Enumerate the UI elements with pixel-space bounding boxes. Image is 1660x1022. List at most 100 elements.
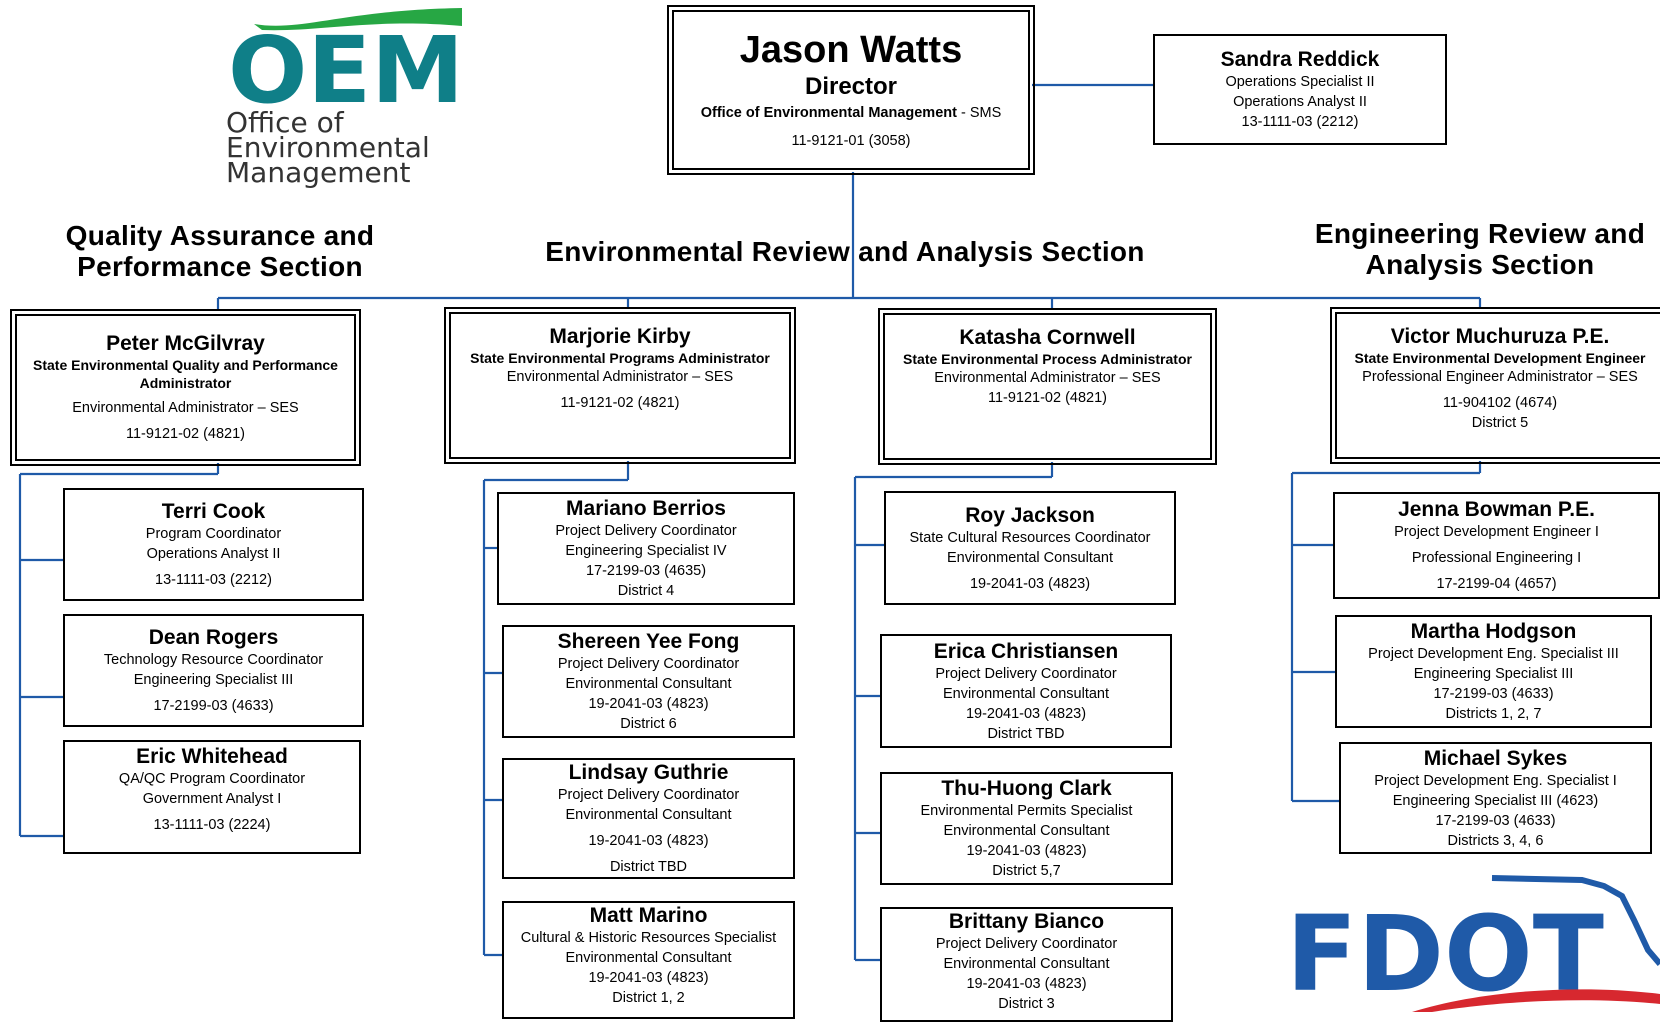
staff-title: Project Delivery Coordinator [935,936,1118,952]
staff-class: Engineering Specialist III [133,672,294,688]
director-org: Office of Environmental Management [700,105,957,121]
staff-class: Environmental Consultant [946,549,1114,566]
staff-district: Districts 1, 2, 7 [1445,706,1542,722]
staff-box: Lindsay Guthrie Project Delivery Coordin… [502,758,795,879]
staff-name: Mariano Berrios [566,497,726,520]
staff-name: Jenna Bowman P.E. [1398,498,1595,521]
staff-title: Project Development Engineer I [1394,524,1599,540]
staff-district: Districts 3, 4, 6 [1447,832,1544,849]
staff-class: Environmental Consultant [943,956,1110,972]
staff-title: Program Coordinator [145,526,282,542]
staff-code: 19-2041-03 (4823) [966,843,1087,859]
staff-box: Roy Jackson State Cultural Resources Coo… [884,491,1176,605]
staff-box: Erica Christiansen Project Delivery Coor… [880,634,1172,748]
assistant-box: Sandra Reddick Operations Specialist II … [1153,34,1447,145]
staff-title: Project Delivery Coordinator [557,656,740,672]
staff-code: 17-2199-04 (4657) [1436,576,1557,592]
staff-code: 17-2199-03 (4633) [1433,686,1554,702]
head-code: 11-9121-02 (4821) [560,395,680,411]
director-title: Director [804,73,898,100]
assistant-line: Operations Analyst II [1233,94,1367,110]
head-box: Peter McGilvray State Environmental Qual… [10,309,361,466]
oem-logo-line3: Management [226,156,410,189]
staff-name: Matt Marino [589,904,708,927]
staff-code: 17-2199-03 (4633) [153,698,274,714]
staff-box: Mariano Berrios Project Delivery Coordin… [497,492,795,605]
staff-name: Shereen Yee Fong [557,630,740,653]
fdot-logo: FDOT [1286,875,1660,1012]
staff-class: Environmental Consultant [943,823,1110,839]
staff-box: Matt Marino Cultural & Historic Resource… [502,901,795,1019]
head-code: 11-9121-02 (4821) [987,390,1108,406]
staff-district: District TBD [609,859,688,875]
section-title-qa: Quality Assurance and Performance Sectio… [20,220,420,282]
fdot-logo-swoosh [1412,989,1660,1012]
staff-box: Terri Cook Program Coordinator Operation… [63,488,364,601]
staff-district: District 5,7 [992,863,1061,879]
staff-class: Environmental Consultant [565,676,732,692]
staff-class: Engineering Specialist IV [565,543,727,559]
head-class: Environmental Administrator – SES [72,400,299,416]
head-class: Environmental Administrator – SES [934,370,1161,386]
section-title-eng-line2: Analysis Section [1365,249,1595,280]
staff-name: Eric Whitehead [136,745,288,768]
oem-logo-line2: Environmental [226,131,430,164]
staff-name: Thu-Huong Clark [941,777,1112,800]
staff-name: Dean Rogers [148,626,279,649]
staff-district: District 4 [617,583,675,599]
head-box: Katasha Cornwell State Environmental Pro… [878,308,1217,465]
staff-title: Project Delivery Coordinator [935,665,1117,682]
director-box: Jason Watts Director Office of Environme… [667,5,1035,175]
head-name: Peter McGilvray [106,332,265,355]
assistant-name: Sandra Reddick [1220,48,1380,71]
staff-code: 19-2041-03 (4823) [588,833,709,849]
director-code: 11-9121-01 (3058) [791,133,911,149]
head-box: Marjorie Kirby State Environmental Progr… [444,307,796,464]
head-title: State Environmental Quality and Performa… [33,357,338,373]
staff-box: Michael Sykes Project Development Eng. S… [1339,742,1652,854]
staff-title: Environmental Permits Specialist [920,803,1133,819]
staff-title: Project Delivery Coordinator [555,523,737,539]
section-title-eng: Engineering Review and Analysis Section [1300,218,1660,280]
staff-name: Roy Jackson [965,503,1095,527]
head-name: Victor Muchuruza P.E. [1390,325,1610,348]
staff-name: Martha Hodgson [1410,620,1577,643]
staff-name: Erica Christiansen [933,639,1119,663]
staff-class: Government Analyst I [142,791,282,807]
section-title-qa-line1: Quality Assurance and [65,220,375,251]
assistant-line: Operations Specialist II [1225,74,1375,90]
staff-title: Project Development Eng. Specialist I [1374,772,1617,789]
staff-name: Terri Cook [161,500,266,523]
oem-logo-swoosh [254,8,462,31]
director-org-line: Office of Environmental Management - SMS [701,102,1002,124]
section-title-qa-line2: Performance Section [77,251,363,282]
staff-title: Technology Resource Coordinator [103,652,324,668]
section-title-eng-line1: Engineering Review and [1314,218,1646,249]
staff-title: Project Delivery Coordinator [557,787,740,803]
staff-class: Environmental Consultant [565,950,732,966]
staff-code: 13-1111-03 (2212) [155,572,272,588]
staff-class: Environmental Consultant [565,807,732,823]
staff-code: 19-2041-03 (4823) [588,970,709,986]
staff-district: District 6 [620,716,677,732]
staff-box: Shereen Yee Fong Project Delivery Coordi… [502,625,795,738]
staff-code: 19-2041-03 (4823) [588,696,709,712]
assistant-line: 13-1111-03 (2212) [1241,114,1359,130]
head-name: Katasha Cornwell [959,326,1136,349]
staff-class: Operations Analyst II [146,546,281,562]
fdot-logo-state-outline [1491,875,1660,966]
head-class: Environmental Administrator – SES [506,369,734,385]
staff-box: Jenna Bowman P.E. Project Development En… [1333,492,1660,599]
staff-district: District TBD [987,725,1065,742]
staff-code: 13-1111-03 (2224) [153,817,271,833]
staff-box: Brittany Bianco Project Delivery Coordin… [880,907,1173,1022]
staff-class: Professional Engineering I [1411,550,1582,566]
staff-name: Brittany Bianco [948,910,1105,933]
head-title: State Environmental Programs Administrat… [470,350,770,366]
staff-title: QA/QC Program Coordinator [118,771,306,787]
head-title: State Environmental Development Engineer [1354,350,1646,366]
section-title-env: Environmental Review and Analysis Sectio… [545,236,1145,267]
staff-box: Dean Rogers Technology Resource Coordina… [63,614,364,727]
staff-class: Engineering Specialist III (4623) [1392,792,1599,809]
